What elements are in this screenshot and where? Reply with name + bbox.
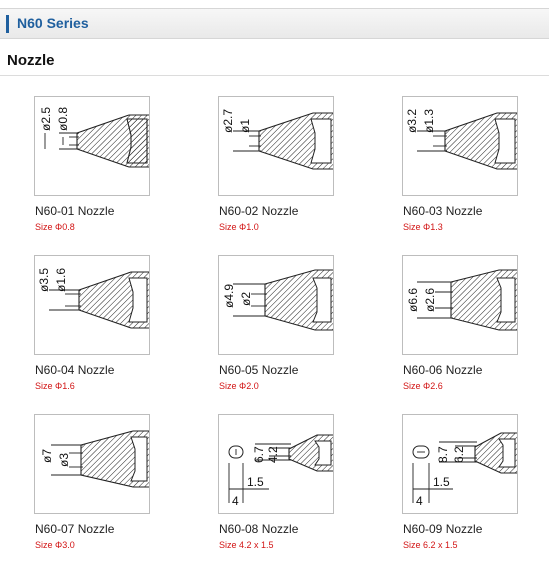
- nozzle-name: N60-07 Nozzle: [35, 522, 115, 536]
- nozzle-size: Size 6.2 x 1.5: [403, 540, 458, 550]
- dim-inner-label: 4.2: [266, 446, 280, 463]
- nozzle-name: N60-05 Nozzle: [219, 363, 299, 377]
- dim-outer-label: ø7: [40, 449, 54, 463]
- nozzle-drawing: 8.7 6.2 1.5 4: [412, 432, 517, 508]
- nozzle-card-06[interactable]: ø6.6 ø2.6 N60-06 Nozzle Size Φ2.6: [402, 255, 550, 405]
- nozzle-drawing: ø4.9 ø2: [222, 269, 333, 331]
- nozzle-card-02[interactable]: ø2.7 ø1 N60-02 Nozzle Size Φ1.0: [218, 96, 388, 246]
- nozzle-drawing: ø2.7 ø1: [221, 109, 333, 170]
- dim-outer-label: ø3.5: [37, 268, 51, 292]
- dim-height-label: 4: [416, 494, 423, 508]
- nozzle-drawing: 6.7 4.2 1.5 4: [228, 434, 333, 508]
- dim-outer-label: 8.7: [436, 446, 450, 463]
- nozzle-card-04[interactable]: ø3.5 ø1.6 N60-04 Nozzle Size Φ1.6: [34, 255, 204, 405]
- nozzle-card-07[interactable]: ø7 ø3 N60-07 Nozzle Size Φ3.0: [34, 414, 204, 564]
- dim-outer-label: ø6.6: [406, 288, 420, 312]
- dim-outer-label: ø3.2: [405, 109, 419, 133]
- nozzle-card-03[interactable]: ø3.2 ø1.3 N60-03 Nozzle Size Φ1.3: [402, 96, 550, 246]
- dim-inner-label: ø1.3: [422, 109, 436, 133]
- dim-height-label: 4: [232, 494, 239, 508]
- nozzle-name: N60-03 Nozzle: [403, 204, 483, 218]
- dim-inner-label: ø0.8: [56, 107, 70, 131]
- nozzle-name: N60-09 Nozzle: [403, 522, 483, 536]
- nozzle-drawing: ø3.2 ø1.3: [405, 109, 517, 170]
- nozzle-size: Size Φ0.8: [35, 222, 75, 232]
- nozzle-size: Size Φ1.0: [219, 222, 259, 232]
- dim-inner-label: ø1.6: [54, 268, 68, 292]
- nozzle-size: Size Φ2.6: [403, 381, 443, 391]
- dim-inner-label: ø1: [238, 119, 252, 133]
- nozzle-card-01[interactable]: ø2.5 ø0.8 N60-01 Nozzle Size Φ0.8: [34, 96, 204, 246]
- nozzle-size: Size Φ1.3: [403, 222, 443, 232]
- nozzle-drawing: ø6.6 ø2.6: [406, 269, 517, 331]
- nozzle-name: N60-04 Nozzle: [35, 363, 115, 377]
- nozzle-size: Size 4.2 x 1.5: [219, 540, 274, 550]
- nozzle-size: Size Φ2.0: [219, 381, 259, 391]
- dim-inner-label: ø3: [57, 453, 71, 467]
- nozzle-card-09[interactable]: 8.7 6.2 1.5 4 N60-09 Nozzle Size 6.2 x 1…: [402, 414, 550, 564]
- nozzle-drawing: ø2.5 ø0.8: [39, 107, 149, 168]
- nozzle-drawing: ø7 ø3: [40, 430, 149, 488]
- nozzle-drawing: ø3.5 ø1.6: [37, 268, 149, 329]
- dim-inner-label: 6.2: [452, 446, 466, 463]
- dim-inner-label: ø2: [239, 292, 253, 306]
- section-title: Nozzle: [7, 52, 55, 69]
- dim-width-label: 1.5: [433, 475, 450, 489]
- nozzle-name: N60-02 Nozzle: [219, 204, 299, 218]
- nozzle-size: Size Φ1.6: [35, 381, 75, 391]
- nozzle-size: Size Φ3.0: [35, 540, 75, 550]
- dim-width-label: 1.5: [247, 475, 264, 489]
- dim-outer-label: ø2.5: [39, 107, 53, 131]
- nozzle-card-08[interactable]: 6.7 4.2 1.5 4 N60-08 Nozzle Size 4.2 x 1…: [218, 414, 388, 564]
- dim-outer-label: ø2.7: [221, 109, 235, 133]
- series-header: N60 Series: [0, 8, 549, 39]
- nozzle-card-05[interactable]: ø4.9 ø2 N60-05 Nozzle Size Φ2.0: [218, 255, 388, 405]
- nozzle-name: N60-06 Nozzle: [403, 363, 483, 377]
- series-header-accent: [6, 15, 9, 33]
- nozzle-name: N60-08 Nozzle: [219, 522, 299, 536]
- dim-inner-label: ø2.6: [423, 288, 437, 312]
- series-title: N60 Series: [17, 15, 89, 31]
- dim-outer-label: 6.7: [252, 446, 266, 463]
- dim-outer-label: ø4.9: [222, 284, 236, 308]
- section-divider: [0, 75, 549, 76]
- nozzle-name: N60-01 Nozzle: [35, 204, 115, 218]
